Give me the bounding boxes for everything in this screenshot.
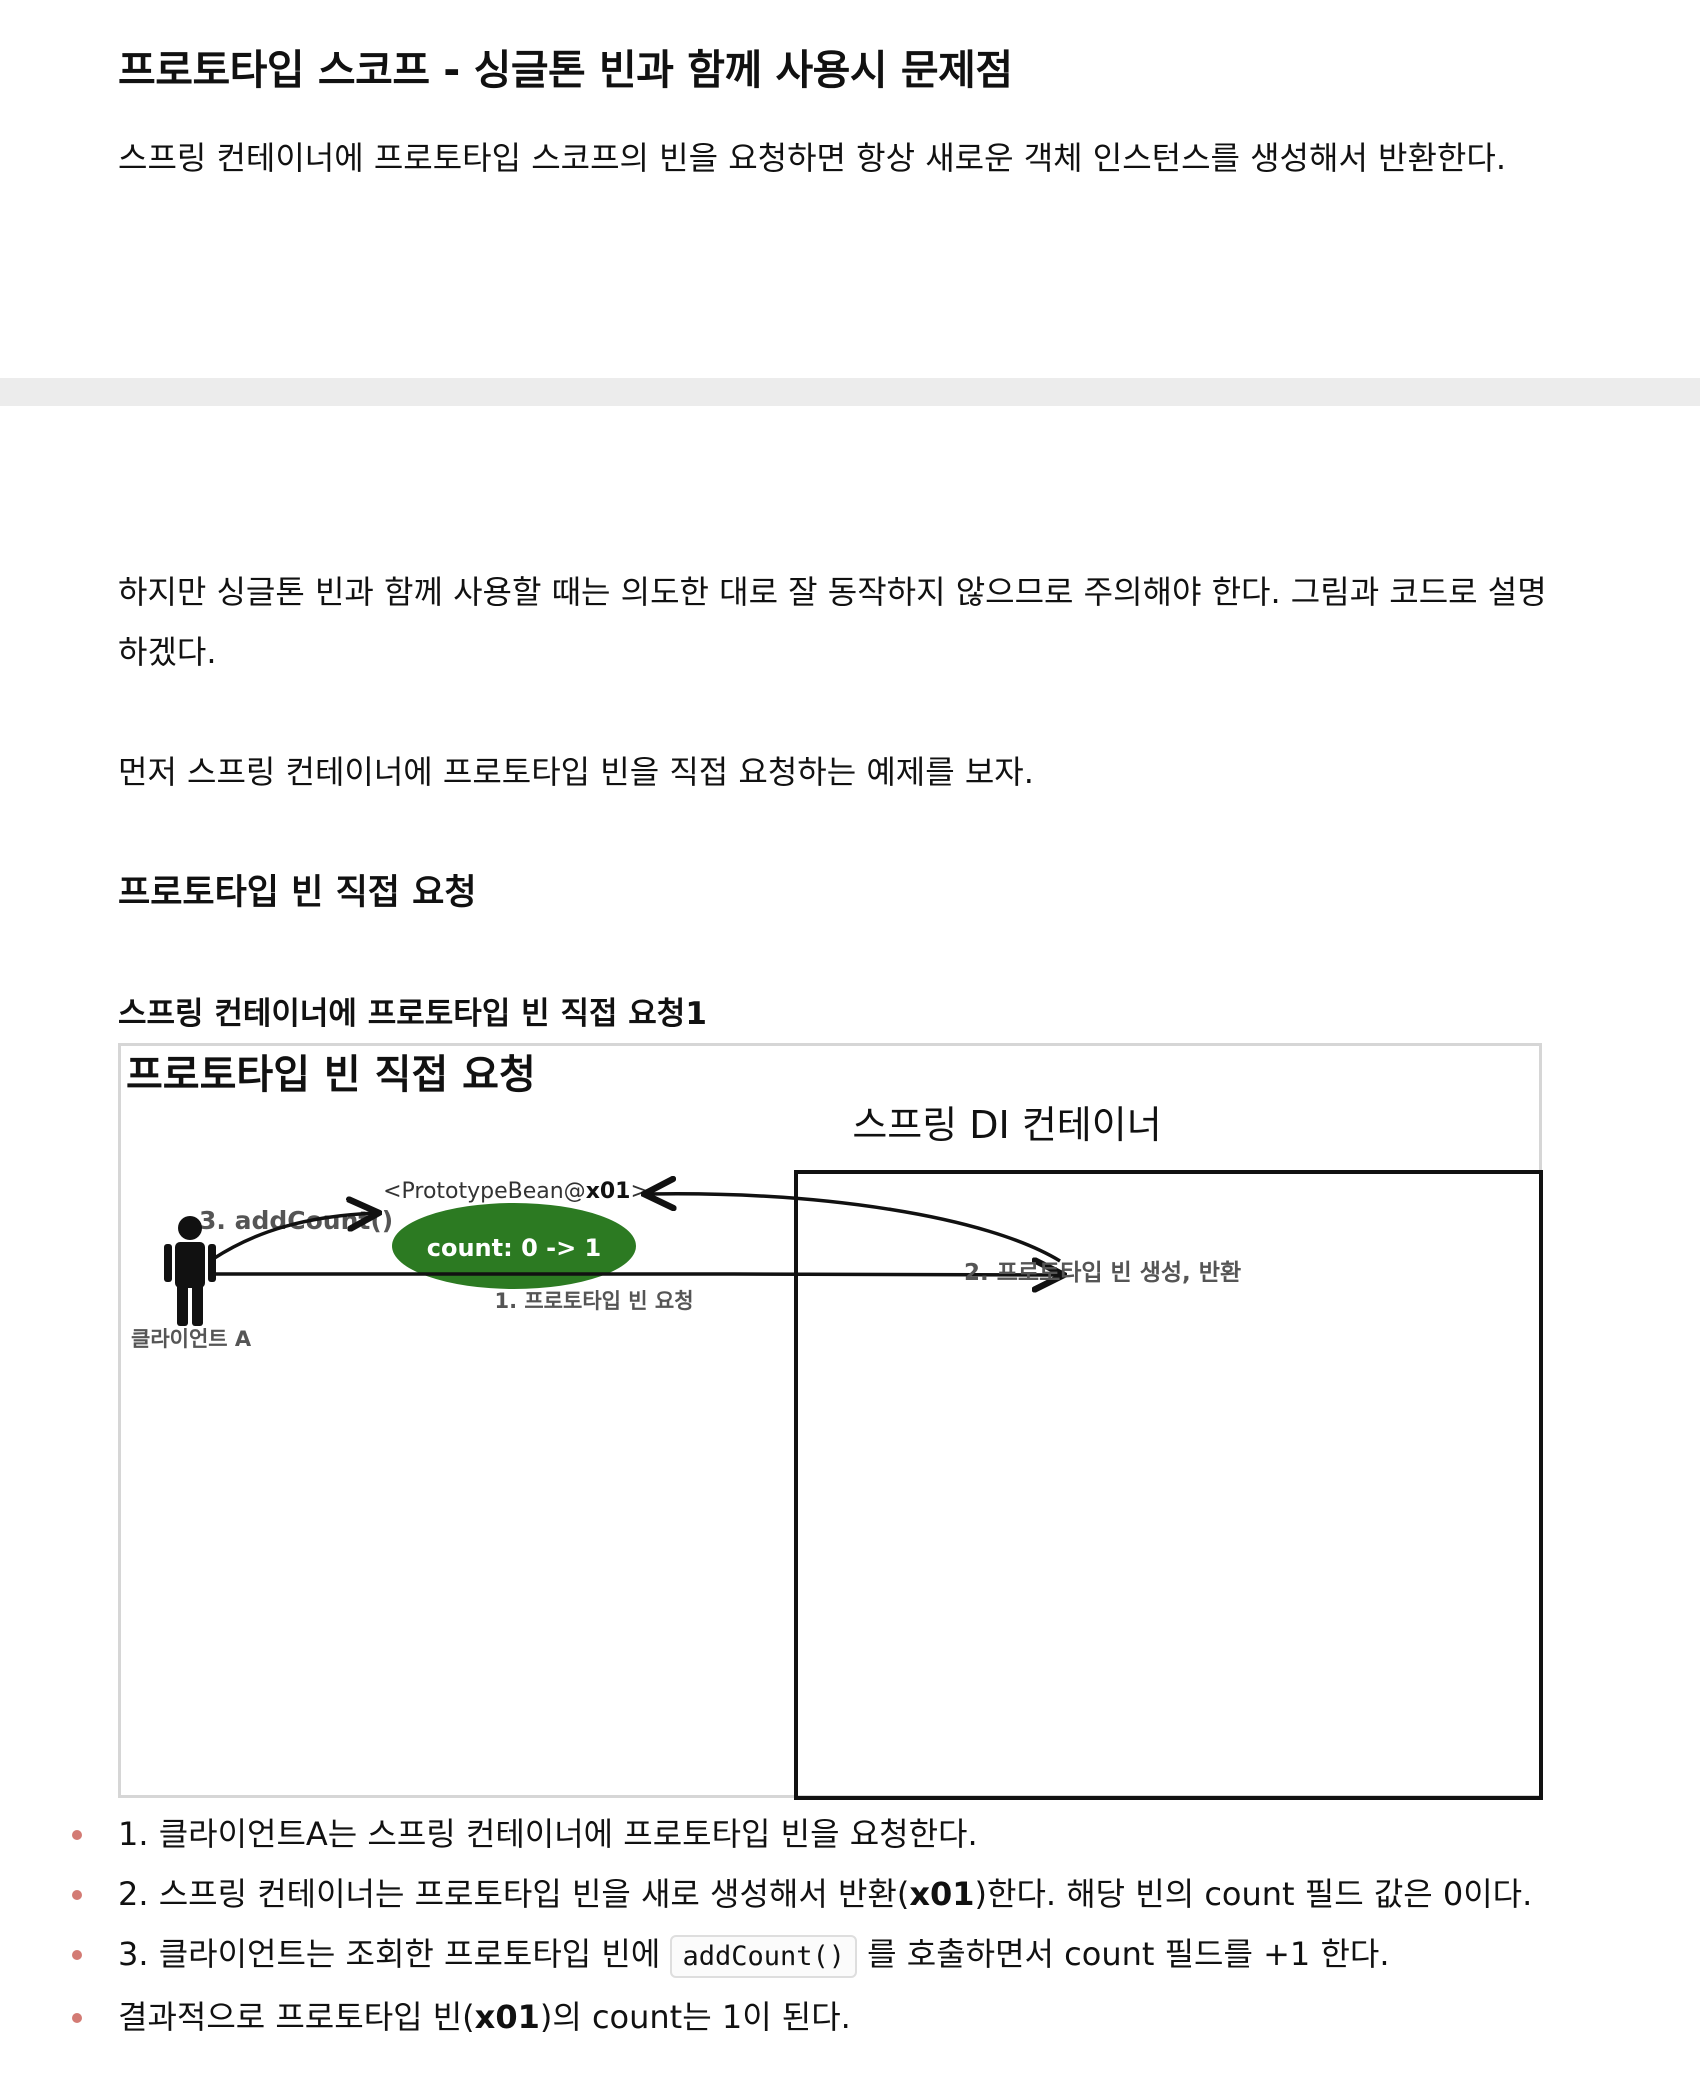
- bullet-bold-id: x01: [474, 1998, 540, 2036]
- bullet-dot: [72, 1890, 82, 1900]
- bullet-dot: [72, 1950, 82, 1960]
- bullet-dot: [72, 2013, 82, 2023]
- bean-name-suffix: >: [631, 1179, 649, 1204]
- step1-label: 1. 프로토타입 빈 요청: [494, 1289, 693, 1313]
- bean-name-id: x01: [586, 1179, 631, 1204]
- di-container-box: [794, 1170, 1543, 1800]
- intro-paragraph: 스프링 컨테이너에 프로토타입 스코프의 빈을 요청하면 항상 새로운 객체 인…: [118, 139, 1506, 177]
- prototype-bean-name: <PrototypeBean@x01>: [383, 1179, 649, 1204]
- page-title: 프로토타입 스코프 - 싱글톤 빈과 함께 사용시 문제점: [118, 46, 1013, 94]
- list-item: 2. 스프링 컨테이너는 프로토타입 빈을 새로 생성해서 반환(x01)한다.…: [0, 1864, 1532, 1924]
- prototype-bean-ellipse: [392, 1203, 636, 1289]
- bullet-text-suffix: 를 호출하면서 count 필드를 +1 한다.: [857, 1935, 1390, 1973]
- addcount-arrow: [212, 1213, 376, 1261]
- inline-code-addcount: addCount(): [670, 1935, 857, 1978]
- bean-name-prefix: <PrototypeBean@: [383, 1179, 586, 1204]
- bullet-text-suffix: )한다. 해당 빈의 count 필드 값은 0이다.: [974, 1875, 1533, 1913]
- diagram-canvas: 프로토타입 빈 직접 요청 스프링 DI 컨테이너 <PrototypeBean…: [126, 1052, 1543, 1800]
- client-figure-icon: [164, 1216, 216, 1326]
- section-divider-band: [0, 378, 1700, 406]
- diagram-title: 프로토타입 빈 직접 요청: [126, 1052, 536, 1098]
- bullet-text-suffix: )의 count는 1이 된다.: [539, 1998, 851, 2036]
- list-item: 1. 클라이언트A는 스프링 컨테이너에 프로토타입 빈을 요청한다.: [0, 1804, 1532, 1864]
- diagram-figure: 프로토타입 빈 직접 요청 스프링 DI 컨테이너 <PrototypeBean…: [118, 1043, 1543, 1800]
- steps-list: 1. 클라이언트A는 스프링 컨테이너에 프로토타입 빈을 요청한다. 2. 스…: [0, 1804, 1532, 2047]
- bullet-text-prefix: 3. 클라이언트는 조회한 프로토타입 빈에: [118, 1935, 671, 1973]
- client-label: 클라이언트 A: [131, 1327, 252, 1351]
- bullet-text-prefix: 결과적으로 프로토타입 빈(: [118, 1998, 475, 2036]
- list-item: 3. 클라이언트는 조회한 프로토타입 빈에 addCount() 를 호출하면…: [0, 1924, 1532, 1987]
- warning-paragraph-line2: 하겠다.: [118, 633, 217, 671]
- bullet-text-prefix: 2. 스프링 컨테이너는 프로토타입 빈을 새로 생성해서 반환(: [118, 1875, 910, 1913]
- create-return-arrow: [647, 1194, 1061, 1263]
- bullet-text: 1. 클라이언트A는 스프링 컨테이너에 프로토타입 빈을 요청한다.: [118, 1815, 978, 1853]
- container-label: 스프링 DI 컨테이너: [852, 1103, 1161, 1147]
- list-item: 결과적으로 프로토타입 빈(x01)의 count는 1이 된다.: [0, 1987, 1532, 2047]
- step2-label: 2. 프로토타입 빈 생성, 반환: [964, 1260, 1241, 1286]
- bean-count-label: count: 0 -> 1: [427, 1234, 602, 1262]
- bullet-bold-id: x01: [909, 1875, 975, 1913]
- bullet-dot: [72, 1830, 82, 1840]
- step3-label: 3. addCount(): [199, 1206, 393, 1235]
- section-heading: 프로토타입 빈 직접 요청: [118, 873, 477, 913]
- example-intro-paragraph: 먼저 스프링 컨테이너에 프로토타입 빈을 직접 요청하는 예제를 보자.: [118, 753, 1034, 791]
- warning-paragraph-line1: 하지만 싱글톤 빈과 함께 사용할 때는 의도한 대로 잘 동작하지 않으므로 …: [118, 573, 1547, 611]
- figure-caption: 스프링 컨테이너에 프로토타입 빈 직접 요청1: [118, 996, 707, 1032]
- request-arrow: [213, 1274, 1061, 1275]
